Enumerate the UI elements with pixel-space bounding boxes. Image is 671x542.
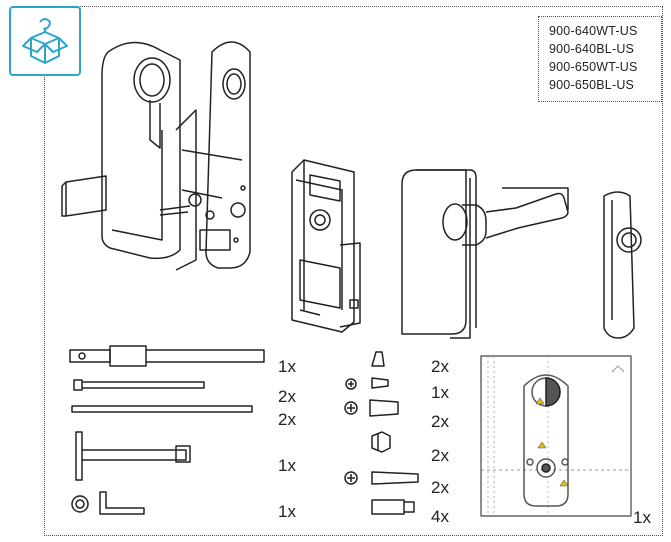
cone-spacer-quantity: 2x	[431, 357, 449, 376]
washer-allen-key-quantity: 1x	[278, 502, 296, 521]
model-number: 900-640BL-US	[549, 42, 635, 56]
spindle-part	[69, 345, 265, 367]
model-number-list: 900-640WT-US 900-640BL-US 900-650WT-US 9…	[538, 16, 662, 102]
sleeve-bolt-quantity: 4x	[431, 507, 449, 526]
open-box-question-icon	[9, 6, 81, 76]
exterior-escutcheon-illustration	[603, 191, 642, 339]
small-screw-quantity: 1x	[431, 383, 449, 402]
spindle-quantity: 1x	[278, 357, 296, 376]
flat-screw-quantity: 2x	[431, 412, 449, 431]
model-number: 900-640WT-US	[549, 24, 638, 38]
t-wrench-part	[75, 431, 191, 481]
flat-screw-part	[344, 399, 399, 417]
contents-frame	[44, 6, 663, 536]
model-number: 900-650WT-US	[549, 60, 638, 74]
hex-nut-quantity: 2x	[431, 446, 449, 465]
sleeve-bolt-part	[371, 499, 415, 515]
drilling-template-illustration	[480, 355, 632, 517]
lever-lock-exploded-illustration	[61, 41, 251, 271]
cone-spacer-part	[371, 351, 385, 367]
t-wrench-quantity: 1x	[278, 456, 296, 475]
rod-part	[71, 405, 253, 413]
long-machine-screw-quantity: 2x	[431, 478, 449, 497]
exterior-lever-illustration	[401, 169, 569, 339]
model-number: 900-650BL-US	[549, 78, 635, 92]
long-screw-quantity: 2x	[278, 387, 296, 406]
rod-quantity: 2x	[278, 410, 296, 429]
electronics-module-illustration	[291, 159, 361, 333]
washer-part	[71, 495, 89, 513]
long-screw-part	[73, 379, 205, 391]
long-machine-screw-part	[344, 471, 419, 485]
small-screw-part	[345, 377, 389, 390]
hex-nut-part	[371, 431, 391, 453]
template-quantity: 1x	[633, 508, 651, 527]
allen-key-part	[99, 491, 145, 515]
